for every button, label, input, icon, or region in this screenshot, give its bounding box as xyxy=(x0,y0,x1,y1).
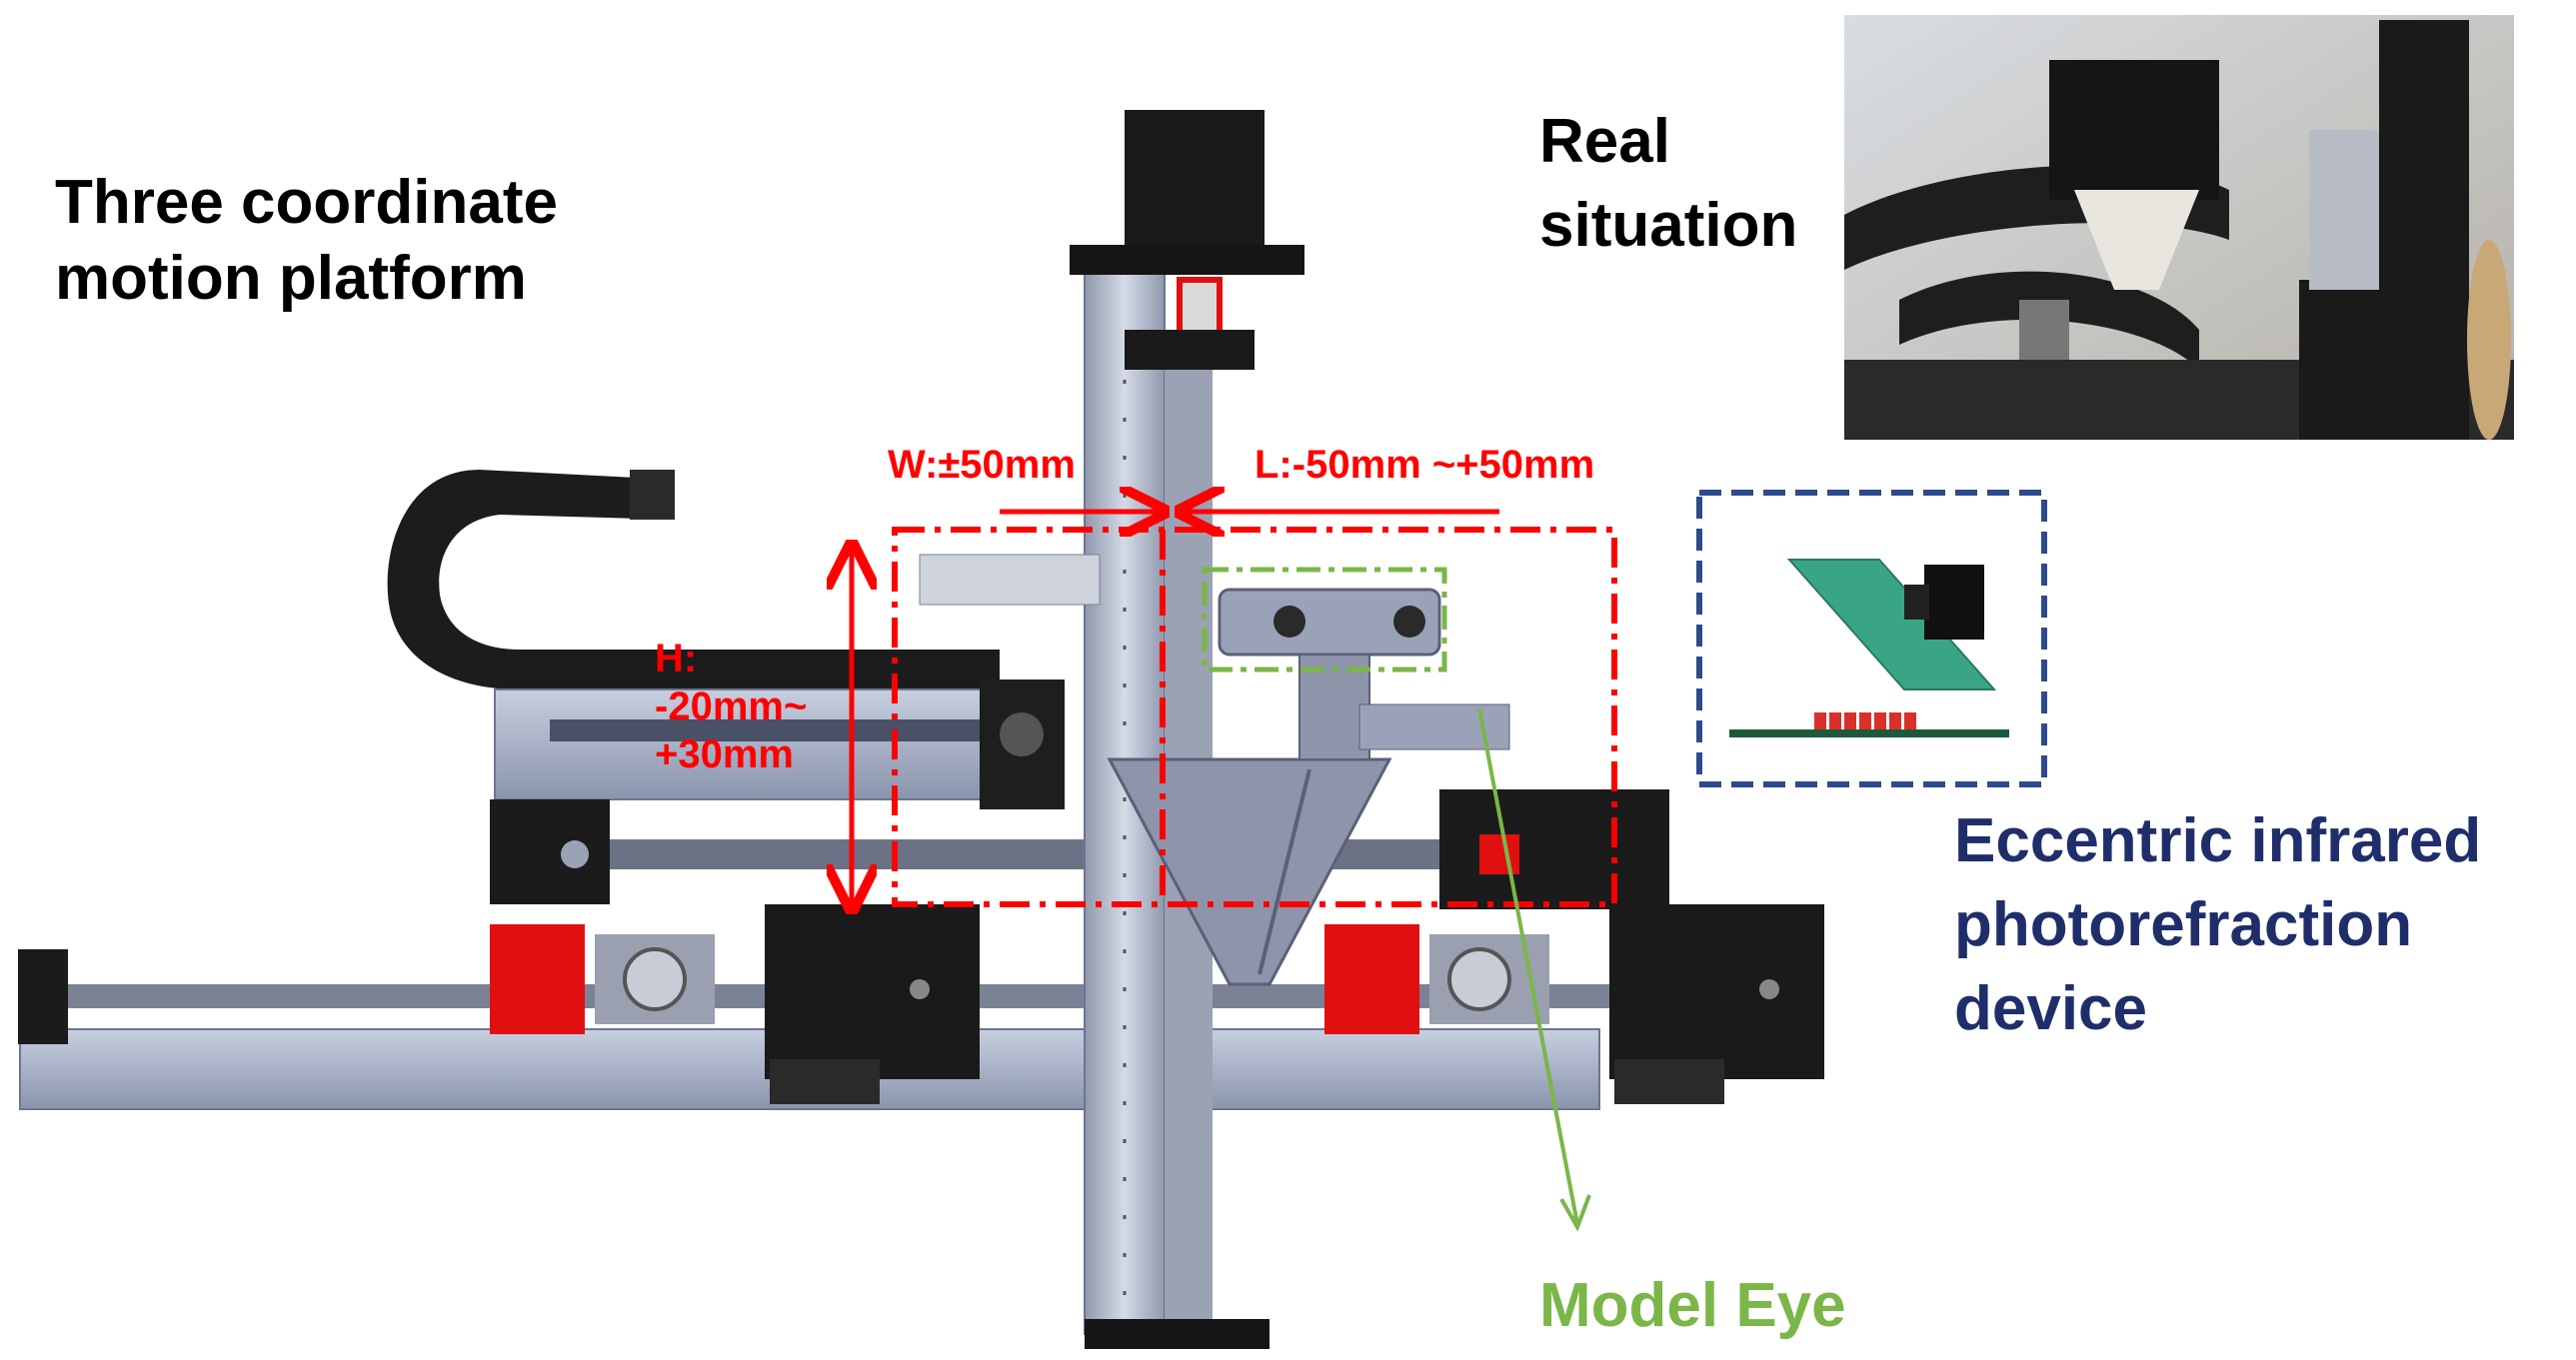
l-range-label: L:-50mm ~+50mm xyxy=(1255,443,1595,487)
device-box xyxy=(1696,490,2047,787)
h-range-line-3: +30mm xyxy=(655,732,794,776)
cable-chain xyxy=(387,470,1000,689)
device-label: Eccentric infrared photorefraction devic… xyxy=(1954,799,2481,1051)
h-range-line-1: H: xyxy=(655,637,698,680)
h-range-line-2: -20mm~ xyxy=(655,684,808,728)
coupling-upper xyxy=(1479,834,1519,874)
eye-highlight-box xyxy=(1202,567,1447,673)
device-board xyxy=(1786,559,1997,690)
led-ring xyxy=(1814,712,1916,729)
motor-right xyxy=(1609,904,1824,1079)
motor-left xyxy=(765,904,980,1079)
red-coupling-left xyxy=(490,924,585,1034)
top-motor-plate xyxy=(1070,245,1304,275)
device-inset xyxy=(1696,490,2047,787)
cable-chain-link xyxy=(630,470,675,520)
platform-title: Three coordinate motion platform xyxy=(55,165,558,317)
v-holder xyxy=(1107,757,1392,986)
platform-render xyxy=(18,110,1824,1349)
photo-label: Real situation xyxy=(1539,100,1797,268)
real-photo xyxy=(1844,15,2514,440)
screw-block-left xyxy=(490,799,610,904)
w-range-label: W:±50mm xyxy=(888,443,1076,487)
screw-motor-right xyxy=(1439,789,1669,909)
eye-arrow xyxy=(1477,708,1579,1225)
range-box xyxy=(892,527,1617,907)
model-eye-label: Model Eye xyxy=(1539,1271,1846,1340)
photo-label-line-1: Real xyxy=(1539,107,1670,176)
dimension-annotations xyxy=(852,512,1617,907)
red-coupling-right xyxy=(1324,924,1419,1034)
lead-screw-upper xyxy=(560,839,1489,869)
top-motor xyxy=(1125,110,1265,250)
h-range-label: H: -20mm~ +30mm xyxy=(655,635,807,778)
device-label-line-3: device xyxy=(1954,974,2148,1043)
upper-rail xyxy=(494,688,1016,800)
model-eye-marker xyxy=(1202,567,1591,1232)
column-foot xyxy=(1085,1319,1270,1349)
upper-rail-slot xyxy=(550,719,1000,741)
camera-icon xyxy=(1924,565,1984,640)
bracket-plate xyxy=(919,554,1101,606)
device-base xyxy=(1729,729,2009,737)
top-coupling xyxy=(1177,277,1223,338)
photo-label-line-2: situation xyxy=(1539,191,1798,260)
platform-title-line-1: Three coordinate xyxy=(55,168,558,237)
device-label-line-2: photorefraction xyxy=(1954,890,2413,959)
base-end-block-left xyxy=(18,949,68,1044)
device-label-line-1: Eccentric infrared xyxy=(1954,806,2482,875)
platform-title-line-2: motion platform xyxy=(55,244,527,313)
